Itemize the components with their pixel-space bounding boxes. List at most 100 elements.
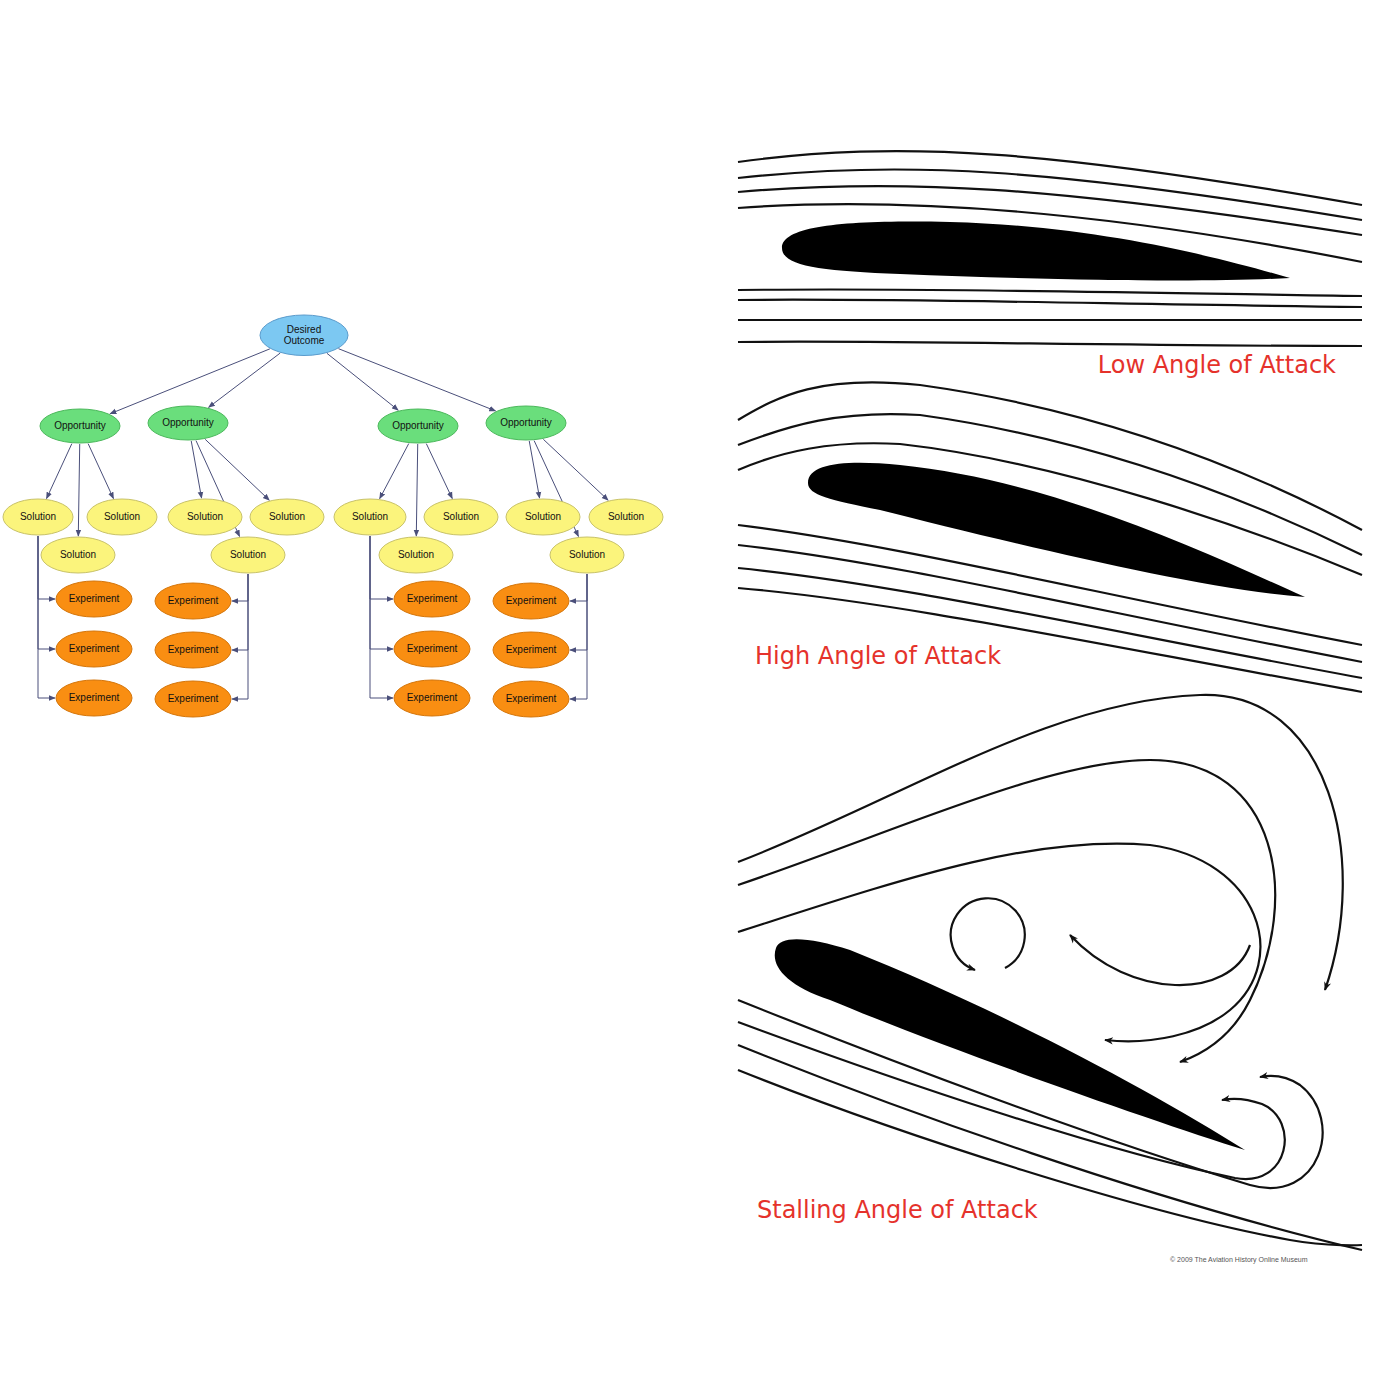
solution-ellipse: Solution [249, 498, 325, 536]
connector [232, 574, 248, 601]
node-label: Opportunity [54, 420, 106, 432]
connector [196, 441, 240, 537]
streamline [738, 342, 1362, 346]
node-text-block: Solution [608, 511, 644, 523]
solution-ellipse: Solution [86, 498, 158, 536]
connector [370, 536, 393, 698]
node-text-block: Solution [569, 549, 605, 561]
ellipse-fill [155, 632, 231, 668]
ellipse-outline [86, 498, 158, 536]
experiment-ellipse: Experiment [55, 580, 133, 618]
solution-ellipse: Solution [40, 536, 116, 574]
ellipse-fill [41, 537, 115, 573]
opportunity-ellipse: Opportunity [147, 405, 229, 441]
ellipse-fill [486, 406, 566, 440]
ellipse-fill [155, 681, 231, 717]
connector [370, 536, 393, 649]
node-text-block: Experiment [506, 693, 557, 705]
node-label: Experiment [506, 595, 557, 607]
ellipse-outline [393, 630, 471, 668]
node-label: Desired Outcome [274, 324, 334, 347]
opportunity-ellipse: Opportunity [485, 405, 567, 441]
node-text-block: Experiment [506, 595, 557, 607]
connector [205, 439, 269, 500]
connector [232, 574, 248, 699]
streamline [738, 300, 1362, 307]
node-label: Experiment [407, 593, 458, 605]
node-text-block: Experiment [168, 595, 219, 607]
ellipse-outline [154, 582, 232, 620]
connector [380, 444, 409, 499]
solution-ellipse: Solution [378, 536, 454, 574]
ellipse-fill [493, 583, 569, 619]
ellipse-outline [40, 536, 116, 574]
node-text-block: Solution [269, 511, 305, 523]
ellipse-outline [39, 408, 121, 444]
airfoil [782, 222, 1290, 281]
experiment-ellipse: Experiment [55, 630, 133, 668]
node-label: Experiment [168, 693, 219, 705]
ellipse-fill [148, 406, 228, 440]
node-label: Experiment [69, 643, 120, 655]
node-text-block: Experiment [407, 593, 458, 605]
streamline [738, 545, 1362, 662]
ellipse-fill [493, 681, 569, 717]
connector [327, 353, 398, 410]
connector [110, 349, 270, 414]
node-text-block: Opportunity [54, 420, 106, 432]
experiment-ellipse: Experiment [154, 631, 232, 669]
ellipse-fill [155, 583, 231, 619]
solution-ellipse: Solution [505, 498, 581, 536]
node-text-block: Experiment [69, 593, 120, 605]
ellipse-fill [87, 499, 157, 535]
ellipse-fill [56, 680, 132, 716]
solution-ellipse: Solution [2, 498, 74, 536]
ellipse-fill [424, 499, 498, 535]
experiment-ellipse: Experiment [492, 582, 570, 620]
ellipse-outline [423, 498, 499, 536]
node-text-block: Solution [230, 549, 266, 561]
ellipse-fill [394, 581, 470, 617]
experiment-ellipse: Experiment [393, 580, 471, 618]
node-label: Experiment [407, 692, 458, 704]
node-label: Solution [398, 549, 434, 561]
node-text-block: Solution [352, 511, 388, 523]
opportunity-ellipse: Opportunity [39, 408, 121, 444]
ellipse-outline [154, 631, 232, 669]
ellipse-outline [492, 582, 570, 620]
connector [47, 444, 72, 499]
node-label: Solution [443, 511, 479, 523]
ellipse-fill [56, 581, 132, 617]
node-text-block: Experiment [168, 644, 219, 656]
copyright-note: © 2009 The Aviation History Online Museu… [1168, 1256, 1310, 1264]
node-label: Opportunity [392, 420, 444, 432]
connector [232, 574, 248, 650]
panel-caption: Low Angle of Attack [1096, 352, 1338, 380]
ellipse-outline [55, 679, 133, 717]
node-label: Solution [352, 511, 388, 523]
node-text-block: Opportunity [500, 417, 552, 429]
airfoil [775, 939, 1245, 1150]
ellipse-fill [56, 631, 132, 667]
connector [534, 441, 578, 537]
experiment-ellipse: Experiment [492, 680, 570, 718]
connector [38, 536, 55, 599]
node-text-block: Experiment [407, 692, 458, 704]
ellipse-outline [333, 498, 407, 536]
ellipse-outline [393, 580, 471, 618]
connector [78, 444, 79, 536]
streamline [738, 1000, 1323, 1188]
node-text-block: Experiment [407, 643, 458, 655]
ellipse-fill [378, 409, 458, 443]
ellipse-fill [260, 315, 348, 356]
node-label: Solution [269, 511, 305, 523]
node-text-block: Solution [60, 549, 96, 561]
node-label: Solution [230, 549, 266, 561]
node-label: Experiment [69, 692, 120, 704]
node-text-block: Experiment [69, 643, 120, 655]
node-text-block: Experiment [69, 692, 120, 704]
streamline [738, 760, 1275, 1062]
